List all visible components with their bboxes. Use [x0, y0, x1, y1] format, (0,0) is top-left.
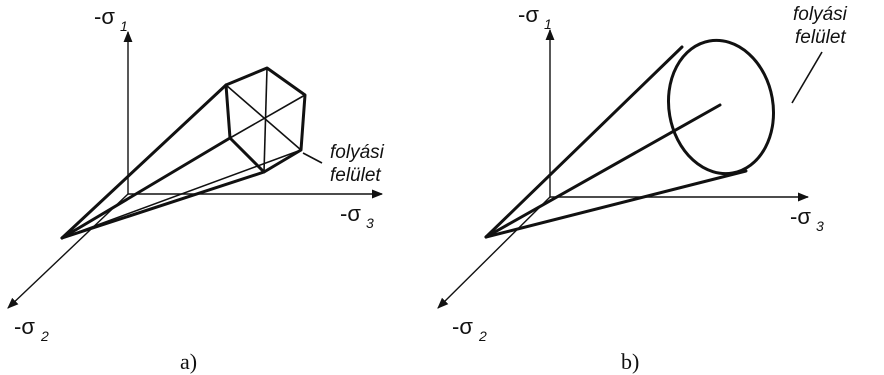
axis-label-sigma3-a: -σ — [340, 201, 361, 226]
cone-edges-a — [60, 83, 302, 240]
annotation-line1-a: folyási — [330, 142, 385, 163]
annotation-leader-b — [791, 51, 823, 104]
axis-sub-sigma2-a: 2 — [40, 328, 49, 344]
axis-label-sigma1-a: -σ — [94, 4, 115, 29]
annotation-leader-a — [302, 152, 323, 164]
axis-label-sigma2-a: -σ — [14, 314, 35, 339]
axis-label-sigma2-b: -σ — [452, 314, 473, 339]
axis-label-sigma1-b: -σ — [518, 2, 539, 27]
cone-edges-b — [484, 45, 748, 239]
axis-sub-sigma2-b: 2 — [478, 328, 487, 344]
panel-label-a: a) — [180, 349, 197, 374]
axis-sub-sigma1-a: 1 — [120, 18, 128, 34]
axis-sub-sigma1-b: 1 — [544, 16, 552, 32]
panel-b: -σ 1 -σ 3 -σ 2 folyási felület b) — [437, 2, 848, 374]
axis-label-sigma3-b: -σ — [790, 204, 811, 229]
axis-sigma2-a — [7, 193, 129, 309]
axis-sigma2-b — [437, 196, 551, 309]
annotation-line2-a: felület — [330, 165, 381, 186]
hexagon-diagonals — [225, 67, 306, 173]
annotation-line1-b: folyási — [793, 4, 848, 25]
annotation-line2-b: felület — [795, 27, 846, 48]
panel-a: -σ 1 -σ 3 -σ 2 folyási felület a) — [7, 4, 385, 374]
axis-sub-sigma3-b: 3 — [816, 218, 824, 234]
panel-label-b: b) — [621, 349, 639, 374]
circular-yield-face — [666, 38, 776, 176]
axis-sub-sigma3-a: 3 — [366, 215, 374, 231]
